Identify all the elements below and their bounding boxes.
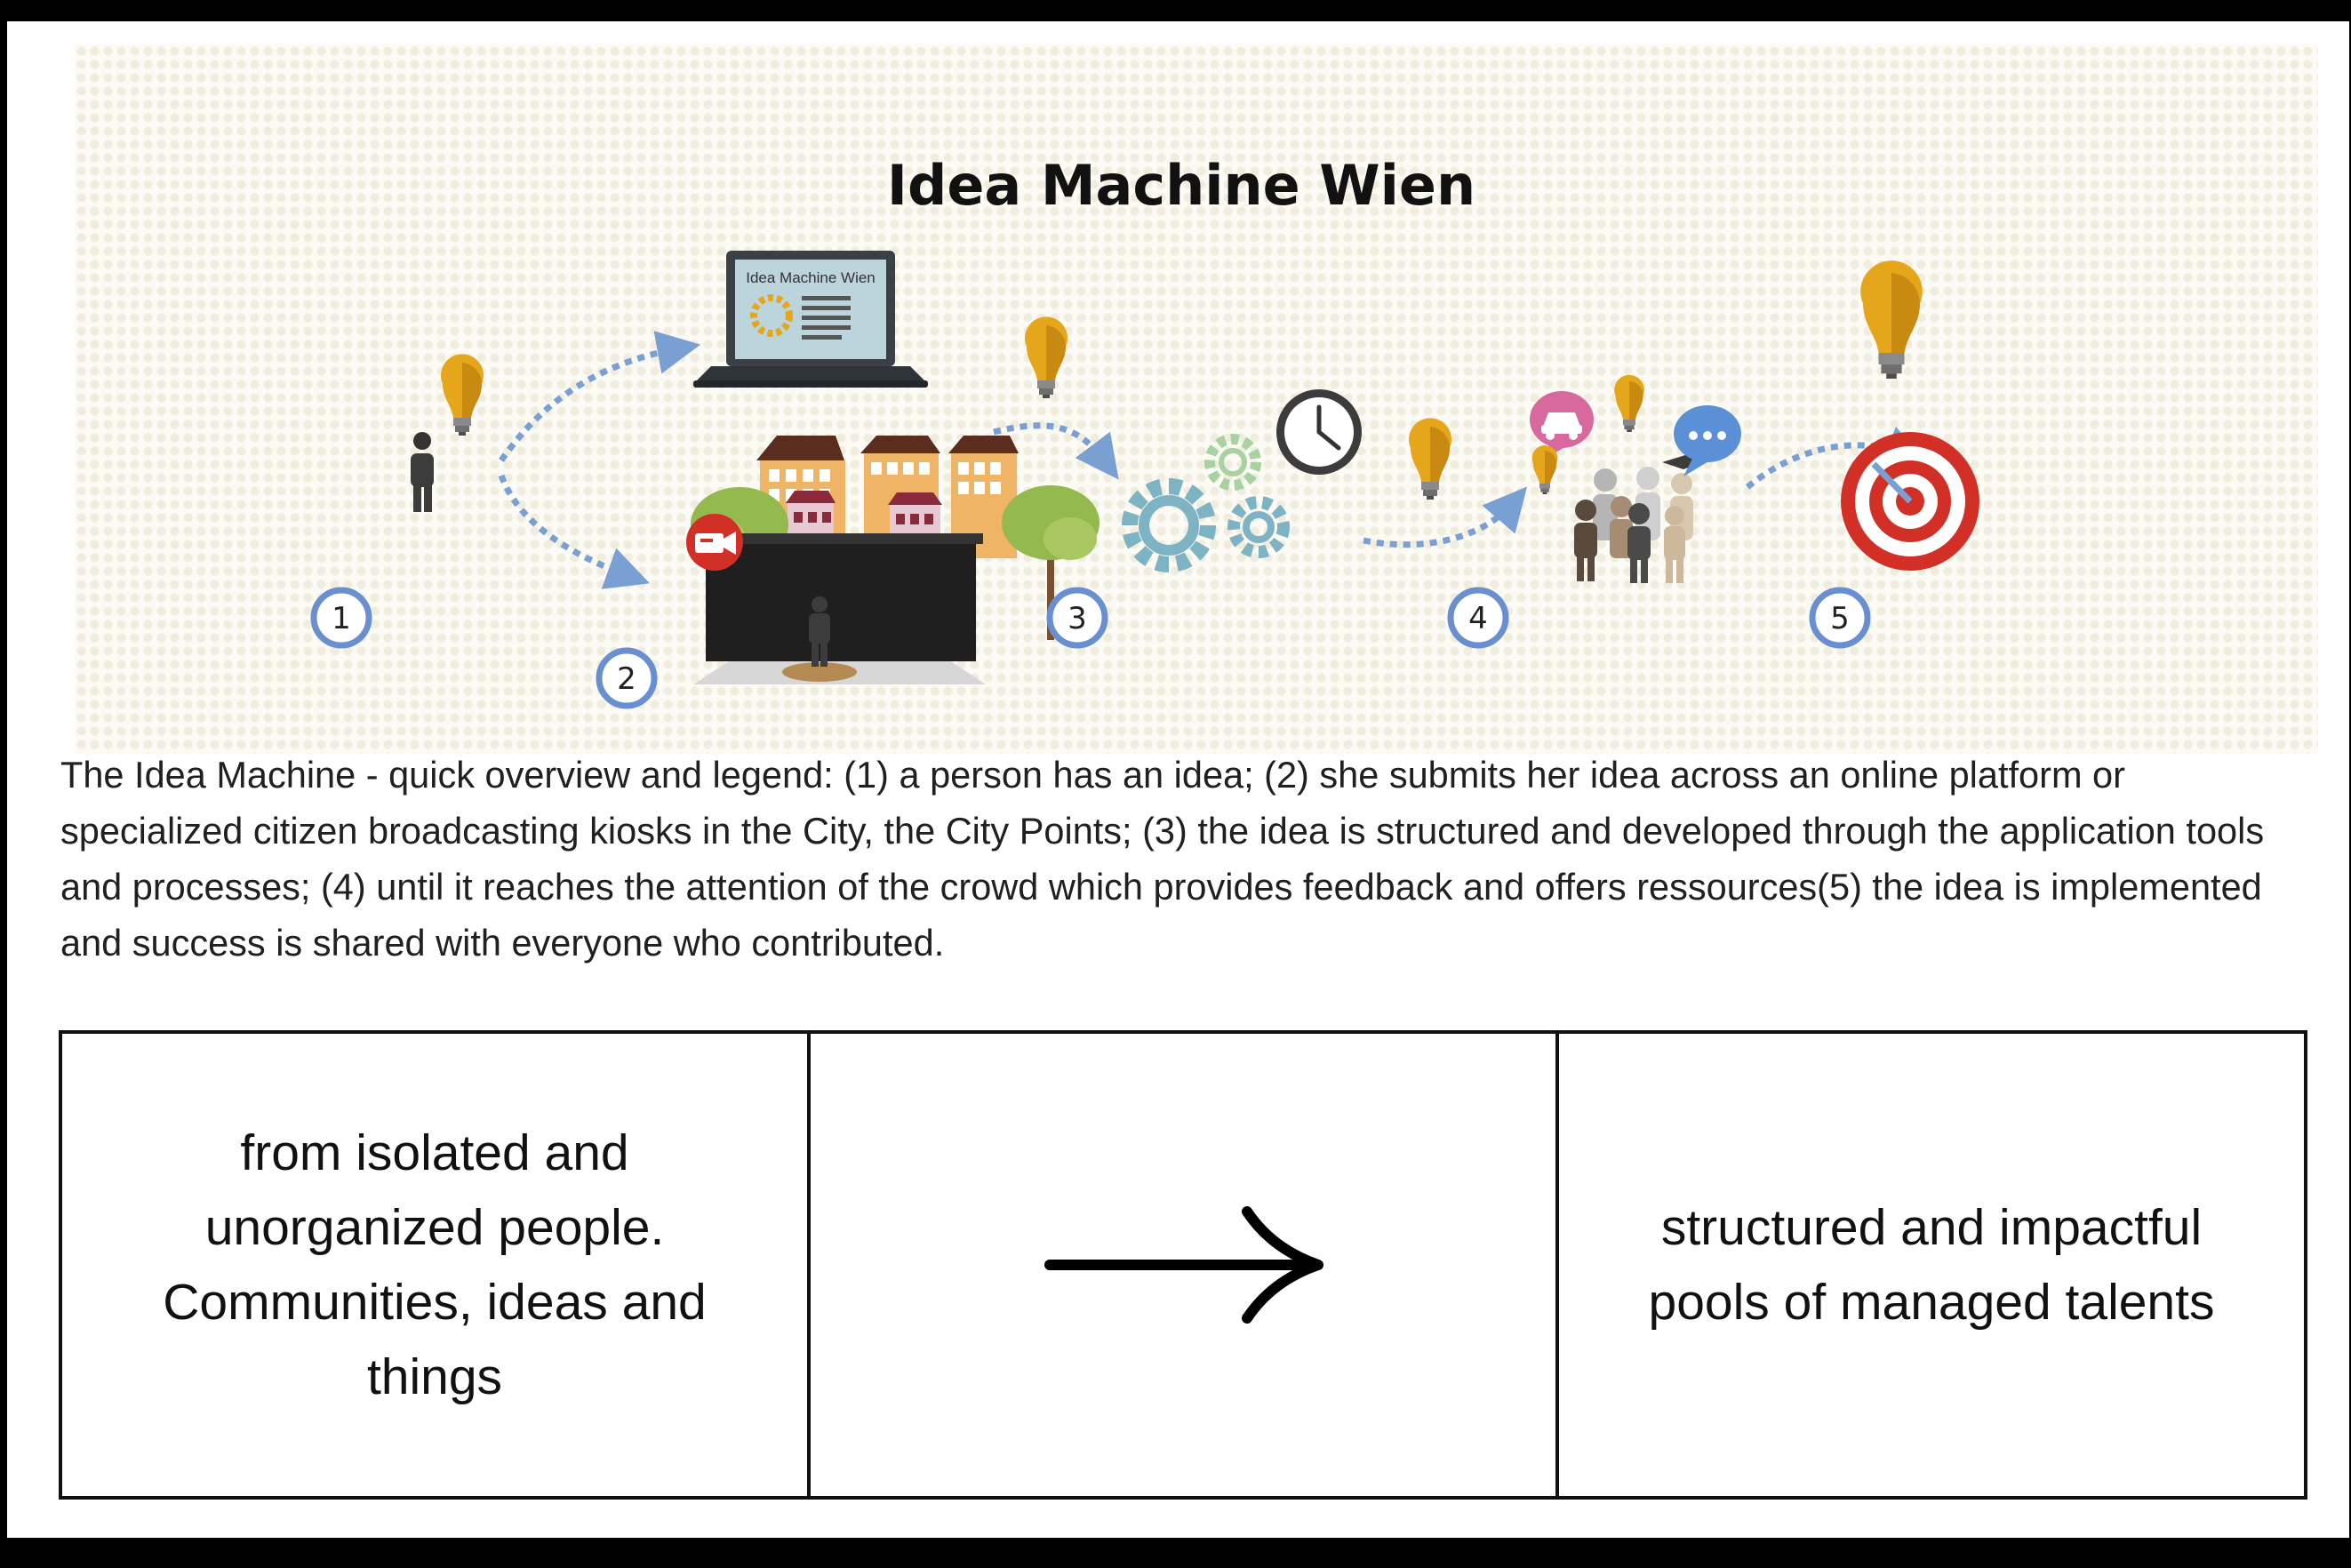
step-marker-2: 2 [596, 647, 658, 709]
gears-icon [1122, 434, 1290, 572]
laptop-screen-label: Idea Machine Wien [746, 269, 876, 286]
crowd-icon [1574, 455, 1703, 583]
flow-arrow-icon [1363, 486, 1528, 548]
camera-badge-icon [686, 514, 743, 571]
lightbulb-icon [1860, 260, 1923, 379]
arrow-cell [807, 1030, 1559, 1500]
step-marker-1: 1 [310, 587, 372, 649]
kiosk-icon [693, 533, 986, 684]
lightbulb-icon [1614, 374, 1644, 432]
from-text: from isolated and unorganized people. Co… [163, 1124, 707, 1405]
step-marker-label: 4 [1468, 601, 1488, 636]
step-marker-4: 4 [1447, 587, 1509, 649]
laptop-icon: Idea Machine Wien [693, 251, 928, 388]
table-row: from isolated and unorganized people. Co… [59, 1030, 2307, 1500]
step-marker-3: 3 [1046, 587, 1108, 649]
step-marker-label: 3 [1068, 601, 1087, 636]
idea-machine-diagram: Idea Machine Wien Idea Machine Wien [310, 153, 1979, 709]
target-icon [1841, 432, 1979, 571]
flow-arrow-icon [499, 331, 701, 462]
to-text: structured and impactful pools of manage… [1648, 1199, 2215, 1331]
chat-bubble-icon [1674, 405, 1741, 476]
flow-arrow-icon [498, 474, 651, 589]
comparison-table: from isolated and unorganized people. Co… [59, 1030, 2307, 1500]
right-arrow-icon [1044, 1206, 1323, 1324]
step-marker-label: 5 [1830, 601, 1850, 636]
flow-arrow-icon [993, 422, 1119, 480]
step-marker-5: 5 [1809, 587, 1871, 649]
from-cell: from isolated and unorganized people. Co… [59, 1030, 811, 1500]
lightbulb-icon [1531, 445, 1558, 494]
legend-caption: The Idea Machine - quick overview and le… [60, 754, 2265, 964]
diagram-title: Idea Machine Wien [887, 153, 1475, 218]
page: Idea Machine Wien Idea Machine Wien [7, 21, 2349, 1538]
step-marker-label: 1 [332, 601, 351, 636]
lightbulb-icon [1025, 316, 1068, 398]
lightbulb-icon [1409, 418, 1451, 500]
idea-machine-illustration: Idea Machine Wien Idea Machine Wien [75, 44, 2318, 754]
lightbulb-icon [441, 354, 484, 436]
person-icon [411, 432, 434, 512]
clock-icon [1276, 389, 1362, 475]
to-cell: structured and impactful pools of manage… [1555, 1030, 2307, 1500]
step-marker-label: 2 [617, 661, 636, 697]
